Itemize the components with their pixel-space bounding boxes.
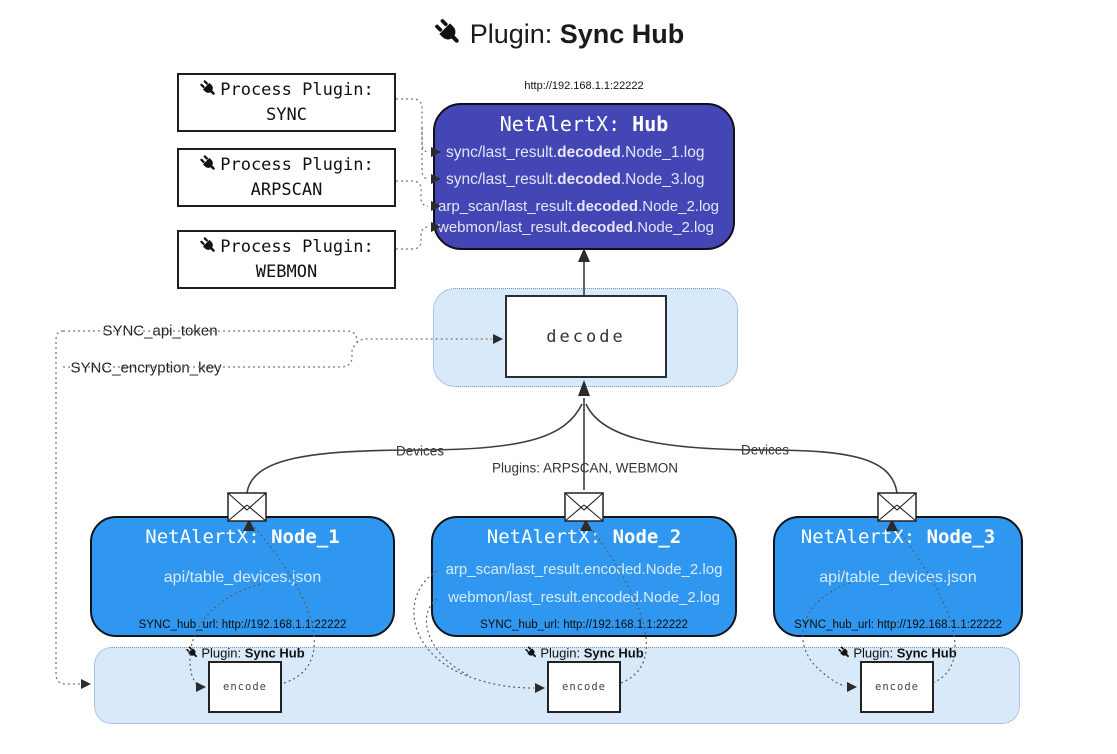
sync-api-token-label: SYNC_api_token: [99, 322, 221, 340]
hub-title: NetAlertX: Hub: [433, 112, 735, 136]
encode-box: encode: [547, 661, 621, 713]
process-plugin-webmon-box: Process Plugin: WEBMON: [177, 230, 396, 289]
hub-url: http://192.168.1.1:22222: [524, 80, 644, 92]
sync-encryption-key-label: SYNC_encryption_key: [67, 359, 225, 377]
hub-title-name: Hub: [632, 112, 669, 136]
encoder-plugin-label: Plugin: Sync Hub: [185, 645, 305, 661]
edge-label-devices-left: Devices: [391, 443, 449, 459]
plug-icon: [199, 153, 218, 173]
encode-box: encode: [208, 661, 282, 713]
title-name: Sync Hub: [559, 19, 685, 49]
node-2-title: NetAlertX: Node_2: [486, 526, 682, 548]
process-plugin-arpscan-box: Process Plugin: ARPSCAN: [177, 148, 396, 207]
encode-box: encode: [860, 661, 934, 713]
hub-log-line: sync/last_result.decoded.Node_3.log: [446, 171, 705, 188]
encoder-plugin-label: Plugin: Sync Hub: [524, 645, 644, 661]
node-3-title: NetAlertX: Node_3: [800, 526, 996, 548]
edge-label-plugins: Plugins: ARPSCAN, WEBMON: [487, 460, 683, 476]
process-plugin-label: Process Plugin:: [220, 79, 374, 100]
process-plugin-name: ARPSCAN: [250, 179, 323, 200]
plug-icon: [432, 17, 464, 48]
plug-icon: [199, 235, 218, 255]
node-content-line: api/table_devices.json: [819, 569, 977, 586]
plug-icon: [199, 78, 218, 98]
edge-label-devices-right: Devices: [736, 442, 794, 458]
hub-title-label: NetAlertX:: [499, 112, 621, 136]
decode-box: decode: [505, 295, 667, 378]
node-content-line: arp_scan/last_result.encoded.Node_2.log: [445, 561, 723, 578]
node-content-line: webmon/last_result.encoded.Node_2.log: [448, 589, 720, 606]
process-plugin-name: SYNC: [266, 104, 307, 125]
hub-box: [433, 103, 735, 250]
process-plugin-row: Process Plugin:: [199, 153, 374, 178]
process-plugin-label: Process Plugin:: [220, 236, 374, 257]
plug-icon: [524, 645, 539, 660]
process-plugin-label: Process Plugin:: [220, 154, 374, 175]
process-plugin-sync-box: Process Plugin: SYNC: [177, 73, 396, 132]
page-title: Plugin: Sync Hub: [0, 17, 1117, 50]
hub-log-line: arp_scan/last_result.decoded.Node_2.log: [438, 198, 719, 215]
title-label: Plugin:: [469, 19, 553, 49]
hub-log-line: sync/last_result.decoded.Node_1.log: [446, 144, 705, 161]
plug-icon: [185, 645, 200, 660]
encoder-plugin-label: Plugin: Sync Hub: [837, 645, 957, 661]
process-plugin-row: Process Plugin:: [199, 78, 374, 103]
node-hub-url: SYNC_hub_url: http://192.168.1.1:22222: [138, 619, 347, 631]
process-plugin-row: Process Plugin:: [199, 235, 374, 260]
node-content-line: api/table_devices.json: [163, 569, 322, 586]
plug-icon: [837, 645, 852, 660]
process-plugin-name: WEBMON: [255, 261, 318, 282]
node-1-title: NetAlertX: Node_1: [145, 526, 340, 548]
node-hub-url: SYNC_hub_url: http://192.168.1.1:22222: [794, 619, 1002, 631]
hub-log-line: webmon/last_result.decoded.Node_2.log: [438, 219, 714, 236]
node-hub-url: SYNC_hub_url: http://192.168.1.1:22222: [480, 619, 688, 631]
